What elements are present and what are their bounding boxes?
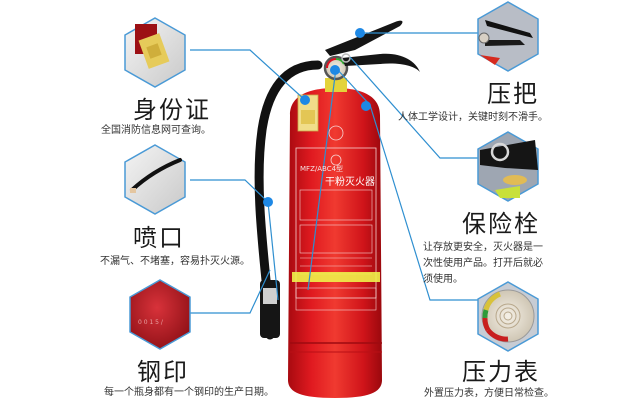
stamp-icon: 0 0 1 5 /: [129, 279, 191, 350]
part-title-id-tag: 身份证: [133, 96, 211, 124]
part-title-pressure-gauge: 压力表: [462, 358, 540, 386]
part-title-safety-pin: 保险栓: [462, 210, 540, 238]
part-desc-pressure-gauge: 外置压力表，方便日常检查。: [424, 388, 554, 399]
nozzle-icon: [124, 144, 186, 215]
part-title-nozzle: 喷口: [133, 224, 185, 252]
part-desc-nozzle: 不漏气、不堵塞，容易扑灭火源。: [100, 256, 250, 267]
part-desc-id-tag: 全国消防信息网可查询。: [101, 125, 211, 136]
part-desc-steel-stamp: 每一个瓶身都有一个钢印的生产日期。: [104, 387, 274, 398]
part-desc-handle: 人体工学设计，关键时刻不滑手。: [398, 112, 548, 123]
part-title-handle: 压把: [487, 80, 539, 108]
tag-icon: [124, 17, 186, 88]
desc-line: 让存放更安全，灭火器是一: [423, 242, 543, 253]
part-title-steel-stamp: 钢印: [137, 358, 189, 386]
desc-line: 次性使用产品。打开后就必: [423, 258, 543, 269]
extinguisher-model: MFZ/ABC4型: [300, 165, 344, 173]
pin-icon: [477, 131, 539, 202]
extinguisher-type: 干粉灭火器: [325, 177, 375, 188]
handle-icon: [477, 1, 539, 72]
desc-line: 须使用。: [423, 274, 463, 285]
gauge-icon: [477, 281, 539, 352]
part-desc-safety-pin: 让存放更安全，灭火器是一 次性使用产品。打开后就必 须使用。: [423, 240, 543, 288]
svg-text:0 0 1 5 /: 0 0 1 5 /: [138, 319, 164, 326]
